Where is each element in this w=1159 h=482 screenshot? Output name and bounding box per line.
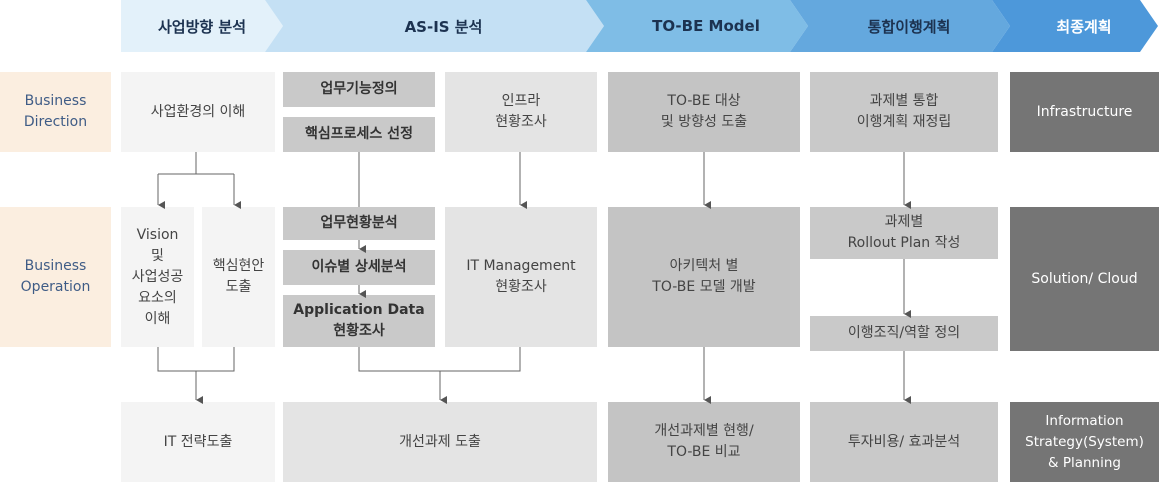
merge-line-col2 xyxy=(358,347,521,372)
infrastructure-box: Infrastructure xyxy=(1010,72,1159,152)
core-process-box: 핵심프로세스 선정 xyxy=(283,117,435,152)
phase-chevron-4 xyxy=(790,0,1010,52)
row-label-business-operation: Business Operation xyxy=(0,207,111,347)
architecture-model-box: 아키텍처 별 TO-BE 모델 개발 xyxy=(608,207,800,347)
row-label-business-direction: Business Direction xyxy=(0,72,111,152)
improvement-task-box: 개선과제 도출 xyxy=(283,402,597,482)
investment-analysis-box: 투자비용/ 효과분석 xyxy=(810,402,998,482)
phase-header xyxy=(121,0,1158,52)
isp-box: Information Strategy(System) & Planning xyxy=(1010,402,1159,482)
tobe-compare-box: 개선과제별 현행/ TO-BE 비교 xyxy=(608,402,800,482)
infra-survey-box: 인프라 현황조사 xyxy=(445,72,597,152)
phase-chevron-2 xyxy=(265,0,604,52)
phase-chevron-1 xyxy=(121,0,283,52)
phase-label-4: 통합이행계획 xyxy=(867,17,951,36)
phase-label-1: 사업방향 분석 xyxy=(157,17,247,36)
business-environment-box: 사업환경의 이해 xyxy=(121,72,275,152)
split-line xyxy=(158,152,234,175)
issue-detail-box: 이슈별 상세분석 xyxy=(283,250,435,285)
phase-label-3: TO-BE Model xyxy=(652,17,760,35)
phase-label-5: 최종계획 xyxy=(1056,17,1112,36)
it-strategy-box: IT 전략도출 xyxy=(121,402,275,482)
phase-chevron-3 xyxy=(586,0,808,52)
solution-cloud-box: Solution/ Cloud xyxy=(1010,207,1159,351)
tobe-target-box: TO-BE 대상 및 방향성 도출 xyxy=(608,72,800,152)
application-data-box: Application Data 현황조사 xyxy=(283,295,435,347)
org-role-box: 이행조직/역할 정의 xyxy=(810,316,998,351)
integrated-plan-box: 과제별 통합 이행계획 재정립 xyxy=(810,72,998,152)
merge-line-col1 xyxy=(157,347,235,372)
function-definition-box: 업무기능정의 xyxy=(283,72,435,107)
phase-chevron-5 xyxy=(992,0,1158,52)
key-issue-box: 핵심현안 도출 xyxy=(202,207,275,347)
vision-box: Vision 및 사업성공 요소의 이해 xyxy=(121,207,194,347)
phase-label-2: AS-IS 분석 xyxy=(404,17,483,36)
rollout-plan-box: 과제별 Rollout Plan 작성 xyxy=(810,207,998,259)
it-management-box: IT Management 현황조사 xyxy=(445,207,597,347)
business-status-box: 업무현황분석 xyxy=(283,207,435,240)
